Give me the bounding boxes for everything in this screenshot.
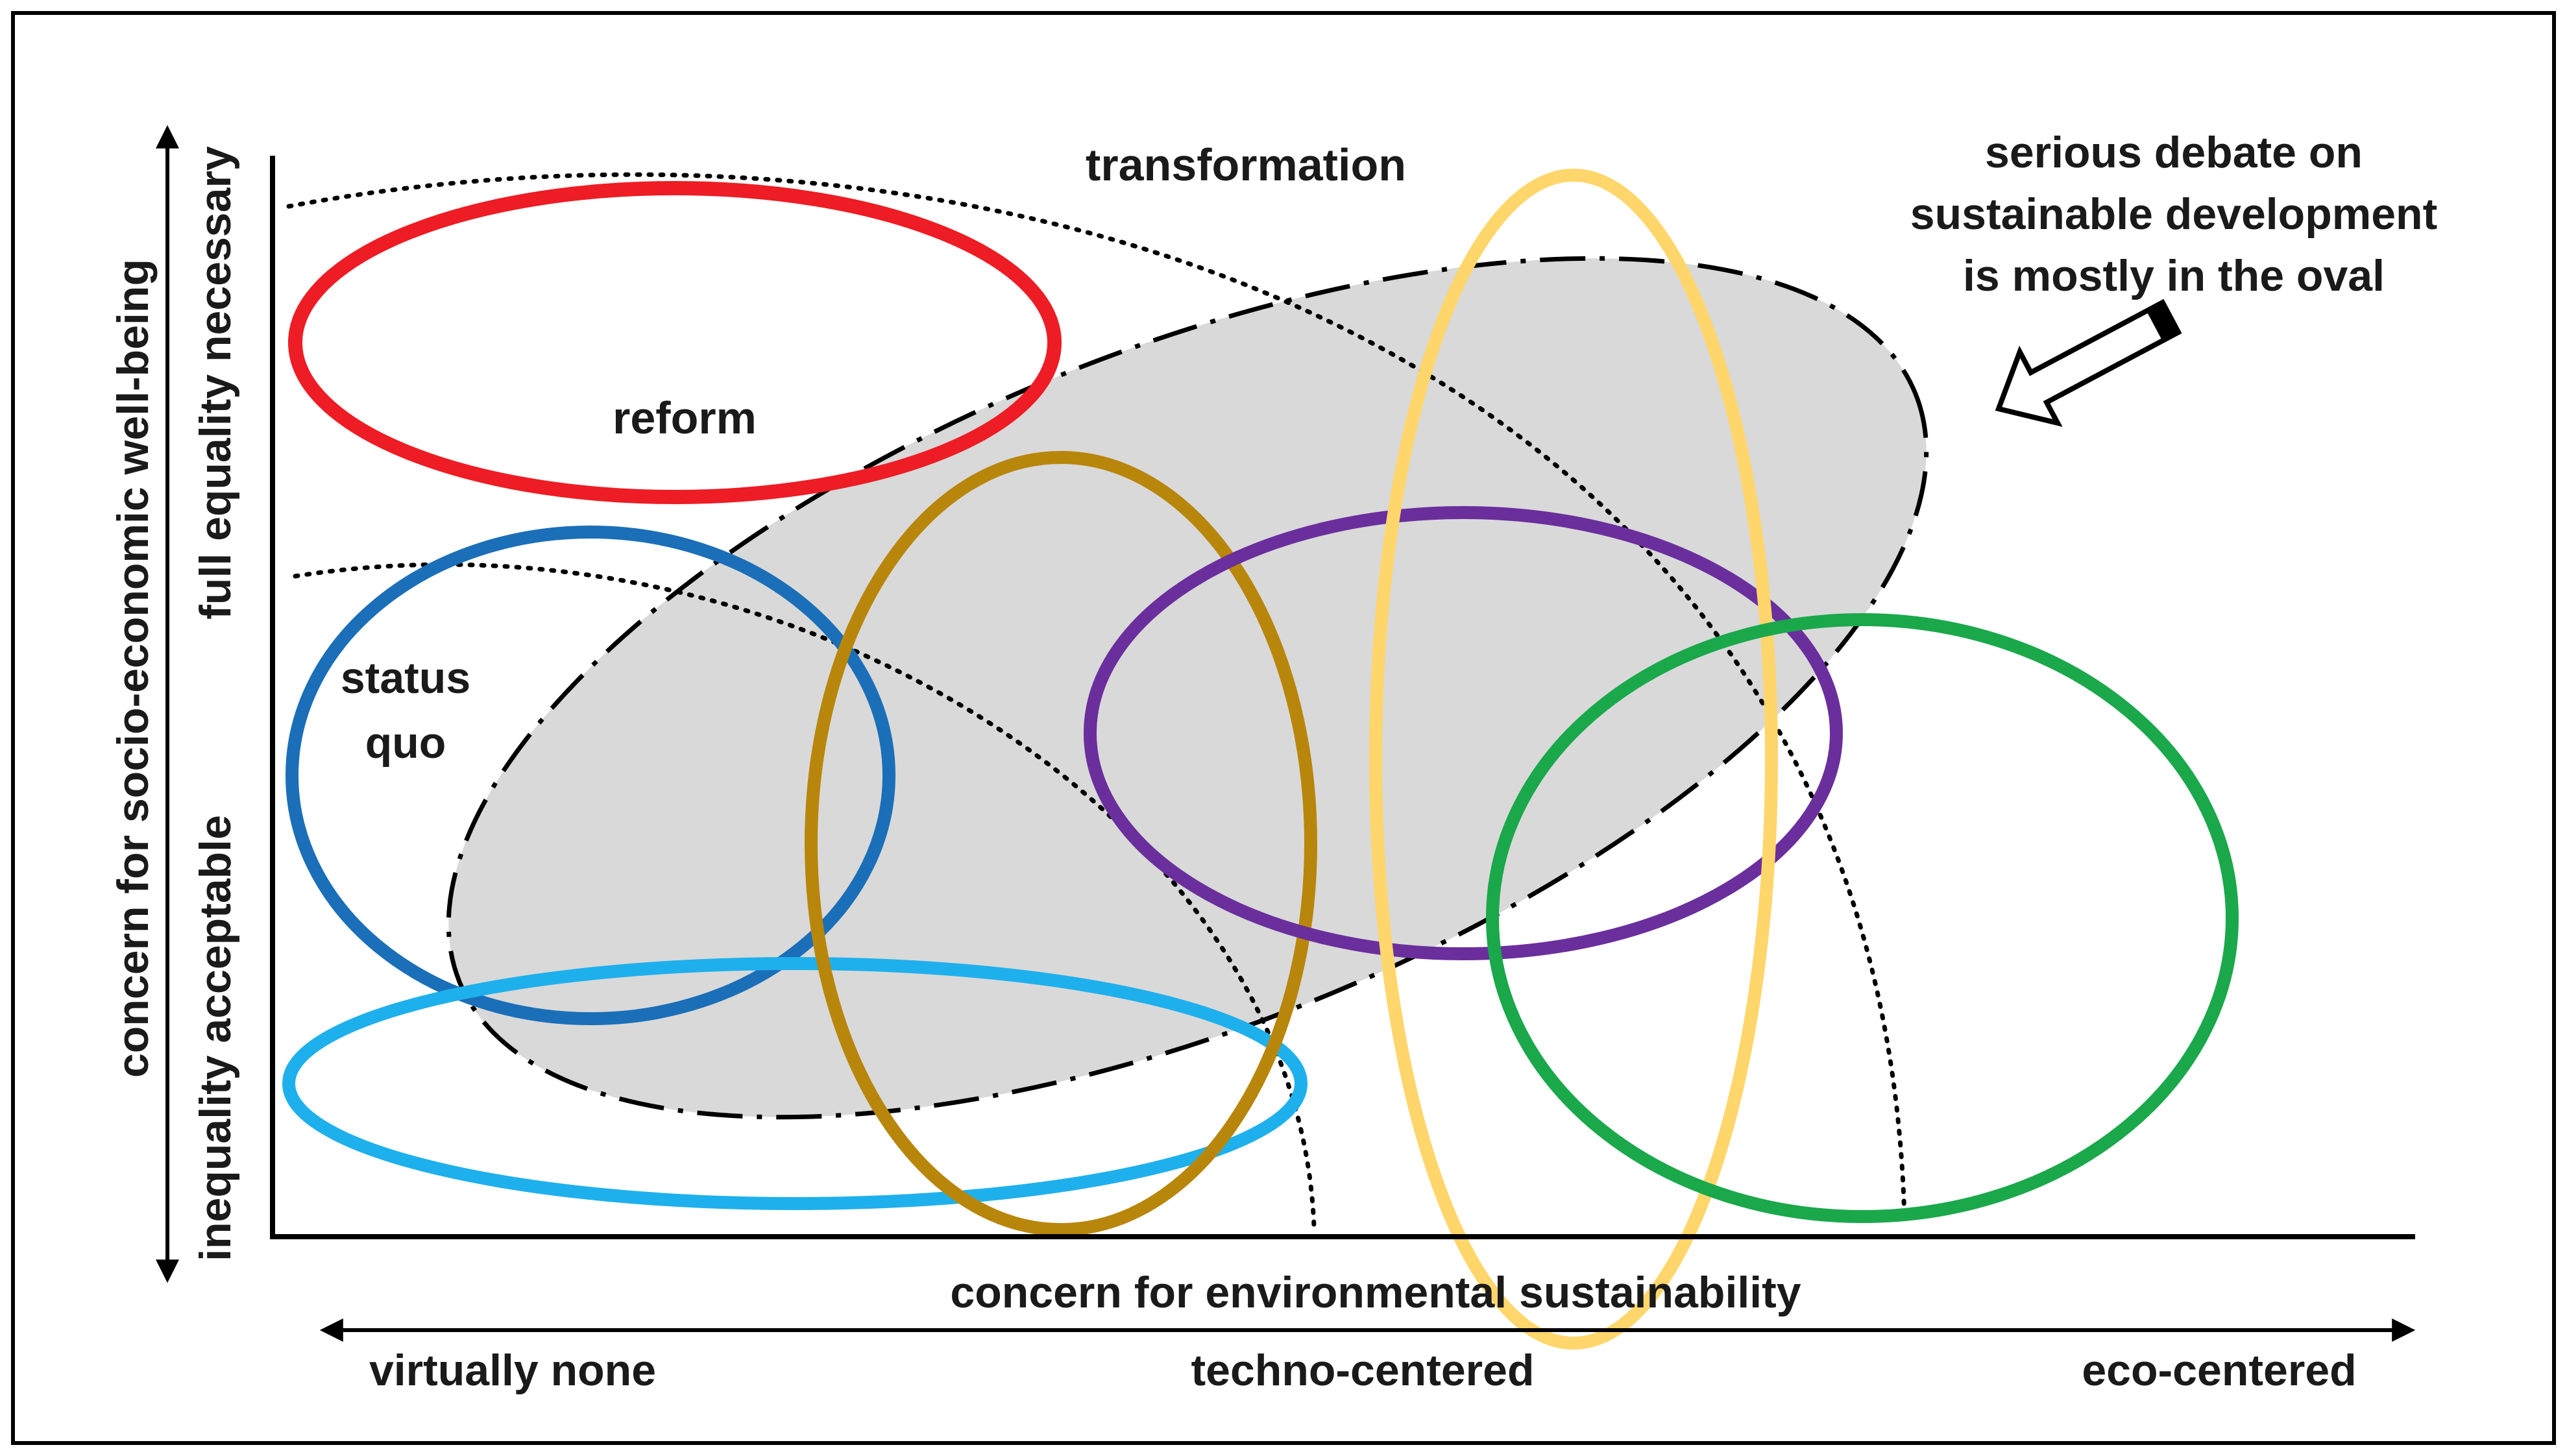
x-axis-right-label: eco-centered: [2082, 1346, 2356, 1395]
light-blue-ellipse: [282, 957, 1308, 1210]
x-axis-left-label: virtually none: [369, 1346, 656, 1395]
status-quo-label-line2: quo: [365, 718, 446, 768]
debate-note-line2: sustainable development: [1910, 189, 2437, 239]
yellow-ellipse: [1369, 169, 1778, 1350]
y-axis-title: concern for socio-economic well-being: [108, 259, 158, 1078]
green-ellipse: [1486, 613, 2239, 1223]
debate-pointer-arrow: [1995, 298, 2182, 427]
y-axis-top-label: full equality necessary: [191, 146, 240, 620]
y-axis-bottom-label: inequality acceptable: [191, 815, 240, 1261]
status-quo-label-line1: status: [341, 653, 470, 703]
transformation-label: transformation: [1086, 140, 1406, 190]
outer-frame: [11, 11, 2556, 1445]
reform-transformation-boundary: [286, 172, 1907, 1222]
blue-ellipse: [286, 526, 895, 1025]
purple-ellipse: [1084, 506, 1843, 960]
gold-ellipse: [805, 451, 1317, 1236]
debate-note-line1: serious debate on: [1985, 128, 2363, 177]
x-axis-middle-label: techno-centered: [1191, 1346, 1535, 1395]
red-ellipse: [288, 181, 1062, 504]
reform-label: reform: [613, 393, 757, 443]
x-axis-title: concern for environmental sustainability: [950, 1268, 1801, 1317]
debate-note-line3: is mostly in the oval: [1963, 251, 2385, 300]
